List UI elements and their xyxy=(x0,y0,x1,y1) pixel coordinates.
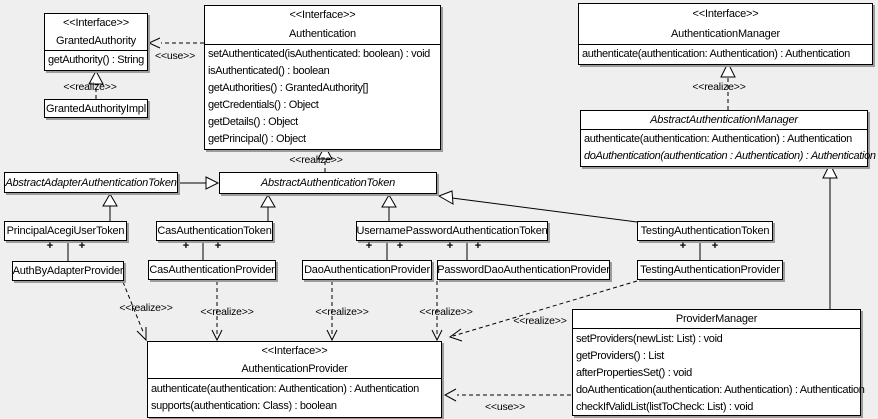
stereotype-label: <<Interface>> xyxy=(63,17,129,29)
class-name: ProviderManager xyxy=(675,313,758,325)
class-box-principal-acegi-user-token: PrincipalAcegiUserToken xyxy=(4,221,127,241)
stereotype-label: <<Interface>> xyxy=(289,9,356,21)
method-label: authenticate(authentication: Authenticat… xyxy=(151,383,419,395)
class-box-authentication-provider: <<Interface>> AuthenticationProvider aut… xyxy=(147,341,442,418)
class-name: TestingAuthenticationProvider xyxy=(640,264,780,276)
class-box-cas-authentication-provider: CasAuthenticationProvider xyxy=(148,260,276,280)
realize-label: <<realize>> xyxy=(119,302,173,314)
class-box-abstract-authentication-token: AbstractAuthenticationToken xyxy=(219,172,437,194)
method-label: getPrincipal() : Object xyxy=(208,133,306,145)
edge-generalization-provider-manager-to-abstract-manager xyxy=(822,162,838,309)
association-end-mark: + xyxy=(365,240,373,252)
method-label: doAuthentication(authentication : Authen… xyxy=(584,150,876,162)
realize-label: <<realize>> xyxy=(289,154,343,166)
class-name: AuthByAdapterProvider xyxy=(12,265,124,277)
association-end-mark: + xyxy=(214,240,222,252)
class-name: Authentication xyxy=(289,28,356,40)
class-box-abstract-authentication-manager: AbstractAuthenticationManager authentica… xyxy=(580,110,876,167)
class-box-testing-authentication-token: TestingAuthenticationToken xyxy=(637,221,773,241)
method-label: getAuthorities() : GrantedAuthority[] xyxy=(208,82,369,94)
association-end-mark: + xyxy=(474,240,482,252)
use-label: <<use>> xyxy=(484,401,526,413)
edge-use-authentication-to-granted-authority xyxy=(147,37,204,49)
association-end-mark: + xyxy=(182,240,190,252)
association-end-mark: + xyxy=(679,240,687,252)
association-end-mark: + xyxy=(446,240,454,252)
realize-label: <<realize>> xyxy=(513,315,567,327)
class-box-username-password-authentication-token: UsernamePasswordAuthenticationToken xyxy=(356,221,548,241)
method-label: getAuthority() : String xyxy=(48,54,144,66)
realize-label: <<realize>> xyxy=(63,81,117,93)
class-name: DaoAuthenticationProvider xyxy=(304,264,430,276)
class-name: GrantedAuthority xyxy=(56,35,136,47)
method-label: getProviders() : List xyxy=(576,350,665,362)
realize-label: <<realize>> xyxy=(692,81,746,93)
class-box-dao-authentication-provider: DaoAuthenticationProvider xyxy=(302,260,432,280)
class-name: CasAuthenticationProvider xyxy=(149,264,275,276)
class-box-auth-by-adapter-provider: AuthByAdapterProvider xyxy=(12,261,124,281)
association-end-mark: + xyxy=(711,240,719,252)
association-end-mark: + xyxy=(78,240,86,252)
realize-label: <<realize>> xyxy=(419,306,473,318)
class-box-provider-manager: ProviderManager setProviders(newList: Li… xyxy=(572,309,865,416)
method-label: supports(authentication: Class) : boolea… xyxy=(151,400,337,412)
class-name: AuthenticationManager xyxy=(671,28,780,40)
class-name: PrincipalAcegiUserToken xyxy=(6,225,125,237)
class-box-granted-authority-impl: GrantedAuthorityImpl xyxy=(44,99,148,118)
class-box-authentication: <<Interface>> Authentication setAuthenti… xyxy=(204,5,441,150)
method-label: setProviders(newList: List) : void xyxy=(576,333,723,345)
method-label: doAuthentication(authentication: Authent… xyxy=(576,384,865,396)
edge-generalization-username-token-to-abstract-token xyxy=(381,194,397,221)
stereotype-label: <<Interface>> xyxy=(692,8,759,20)
realize-label: <<realize>> xyxy=(315,306,369,318)
class-name: AuthenticationProvider xyxy=(241,363,348,375)
class-box-password-dao-authentication-provider: PasswordDaoAuthenticationProvider xyxy=(437,260,610,280)
association-end-mark: + xyxy=(46,240,54,252)
class-name: PasswordDaoAuthenticationProvider xyxy=(437,264,610,276)
edge-generalization-testing-token-to-abstract-token xyxy=(437,190,638,223)
class-box-granted-authority: <<Interface>> GrantedAuthority getAuthor… xyxy=(44,13,148,71)
class-name: UsernamePasswordAuthenticationToken xyxy=(356,225,548,237)
method-label: afterPropertiesSet() : void xyxy=(576,367,692,379)
method-label: setAuthenticated(isAuthenticated: boolea… xyxy=(208,48,430,60)
class-name: AbstractAdapterAuthenticationToken xyxy=(5,176,177,189)
class-box-authentication-manager: <<Interface>> AuthenticationManager auth… xyxy=(578,3,873,65)
method-label: checkIfValidList(listToCheck: List) : vo… xyxy=(576,401,754,413)
class-name: GrantedAuthorityImpl xyxy=(46,102,146,115)
edge-use-provider-manager-to-provider-interface xyxy=(443,388,571,402)
method-label: authenticate(authentication: Authenticat… xyxy=(582,48,850,60)
edge-generalization-adapter-token-to-abstract-token xyxy=(179,176,220,190)
class-name: AbstractAuthenticationManager xyxy=(650,114,798,126)
class-box-cas-authentication-token: CasAuthenticationToken xyxy=(156,221,273,241)
class-box-abstract-adapter-authentication-token: AbstractAdapterAuthenticationToken xyxy=(4,172,178,193)
stereotype-label: <<Interface>> xyxy=(261,345,328,357)
realize-label: <<realize>> xyxy=(200,306,254,318)
method-label: getDetails() : Object xyxy=(208,116,298,128)
edge-generalization-cas-token-to-abstract-token xyxy=(260,194,276,221)
class-name: CasAuthenticationToken xyxy=(157,225,272,237)
method-label: isAuthenticated() : boolean xyxy=(208,65,330,77)
class-box-testing-authentication-provider: TestingAuthenticationProvider xyxy=(637,260,783,280)
edge-generalization-principal-token-to-adapter-token xyxy=(102,193,118,221)
method-label: authenticate(authentication: Authenticat… xyxy=(584,133,852,145)
association-end-mark: + xyxy=(396,240,404,252)
use-label: <<use>> xyxy=(154,50,196,62)
class-name: AbstractAuthenticationToken xyxy=(260,177,396,189)
class-name: TestingAuthenticationToken xyxy=(640,225,770,237)
method-label: getCredentials() : Object xyxy=(208,99,319,111)
